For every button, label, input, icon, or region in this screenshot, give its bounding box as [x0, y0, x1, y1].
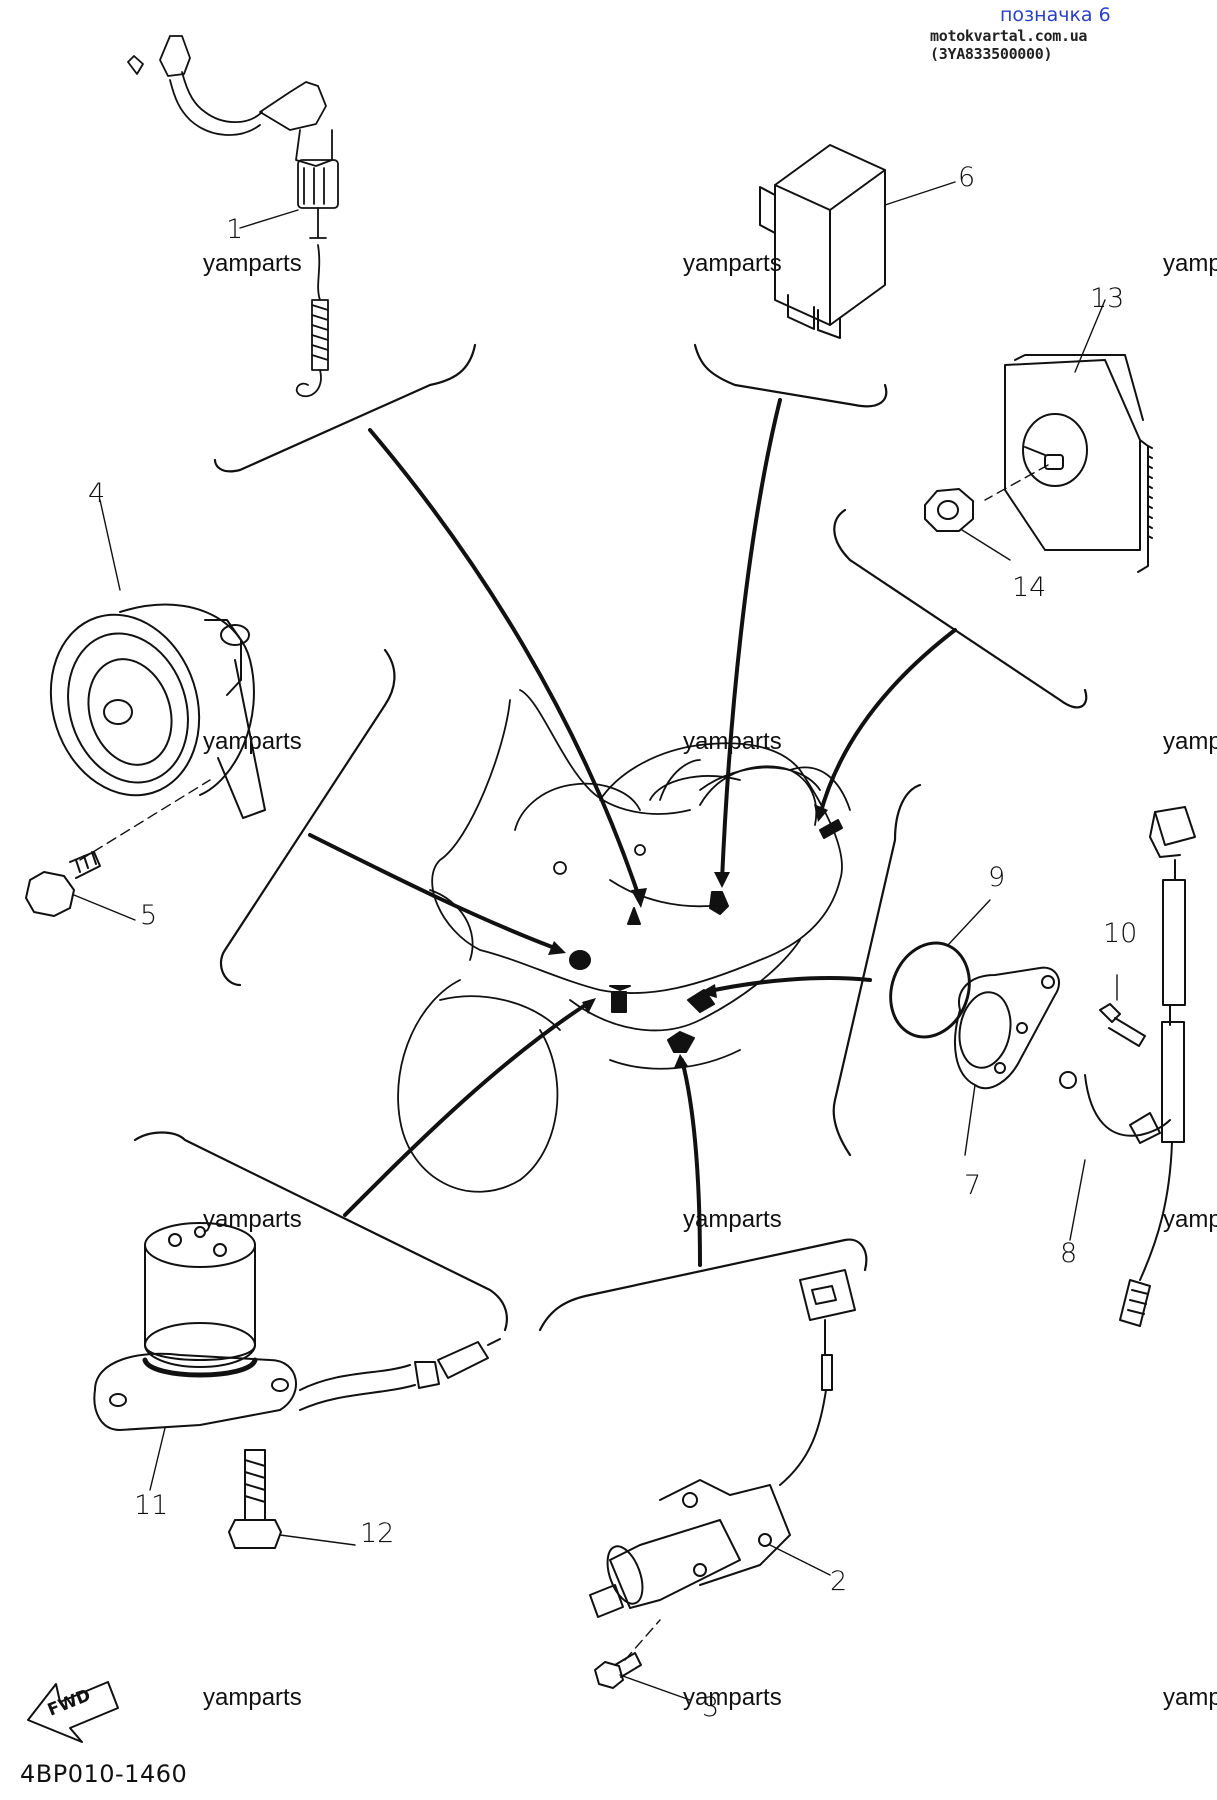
- part-11-sender: [93, 1222, 501, 1491]
- callout-5: 5: [140, 900, 158, 931]
- part-10-screw: [1099, 974, 1146, 1047]
- header-source: motokvartal.com.ua (3YA833500000): [930, 27, 1088, 63]
- part-7-sensor: [954, 966, 1060, 1156]
- watermark: yamparts: [683, 1206, 782, 1233]
- watermark: yamp: [1163, 728, 1217, 755]
- part-2-solenoid: [589, 1269, 856, 1618]
- callout-4: 4: [88, 478, 106, 509]
- callout-7: 7: [964, 1170, 982, 1201]
- part-6-relay: [759, 144, 956, 339]
- watermark: yamparts: [683, 728, 782, 755]
- watermark: yamp: [1163, 1206, 1217, 1233]
- callout-11: 11: [134, 1490, 169, 1521]
- diagram-code: 4BP010-1460: [20, 1760, 188, 1788]
- header-label[interactable]: позначка 6: [1000, 4, 1111, 26]
- arrow-heads: [548, 804, 828, 1068]
- part-5-bolt: [25, 851, 136, 921]
- part-3-screw: [594, 1619, 691, 1701]
- callout-10: 10: [1103, 918, 1138, 949]
- callout-12: 12: [360, 1518, 395, 1549]
- part-9-oring: [889, 899, 991, 1039]
- part-12-bolt: [228, 1449, 356, 1549]
- watermark: yamparts: [203, 1684, 302, 1711]
- part-14-nut: [924, 488, 1011, 561]
- callout-1: 1: [226, 214, 244, 245]
- watermark: yamparts: [203, 728, 302, 755]
- part-1-switch: [127, 35, 339, 398]
- callout-2: 2: [830, 1566, 848, 1597]
- callout-3: 3: [702, 1692, 720, 1723]
- motorcycle-outline: [397, 689, 851, 1193]
- watermark: yamparts: [683, 250, 782, 277]
- watermark: yamparts: [683, 1684, 782, 1711]
- part-4-horn: [49, 499, 266, 861]
- part-8-harness: [1059, 806, 1196, 1327]
- watermark: yamparts: [203, 250, 302, 277]
- bracket-outlines: [133, 343, 1088, 1332]
- leader-lines: [308, 398, 957, 1267]
- watermark: yamparts: [203, 1206, 302, 1233]
- watermark: yamp: [1163, 1684, 1217, 1711]
- fwd-arrow-icon: [27, 1681, 119, 1743]
- watermark: yamp: [1163, 250, 1217, 277]
- connection-points: [569, 819, 843, 1053]
- callout-8: 8: [1060, 1238, 1078, 1269]
- callout-14: 14: [1012, 572, 1047, 603]
- callout-13: 13: [1090, 283, 1125, 314]
- part-13-plate: [984, 299, 1153, 573]
- callout-6: 6: [958, 162, 976, 193]
- callout-9: 9: [988, 862, 1006, 893]
